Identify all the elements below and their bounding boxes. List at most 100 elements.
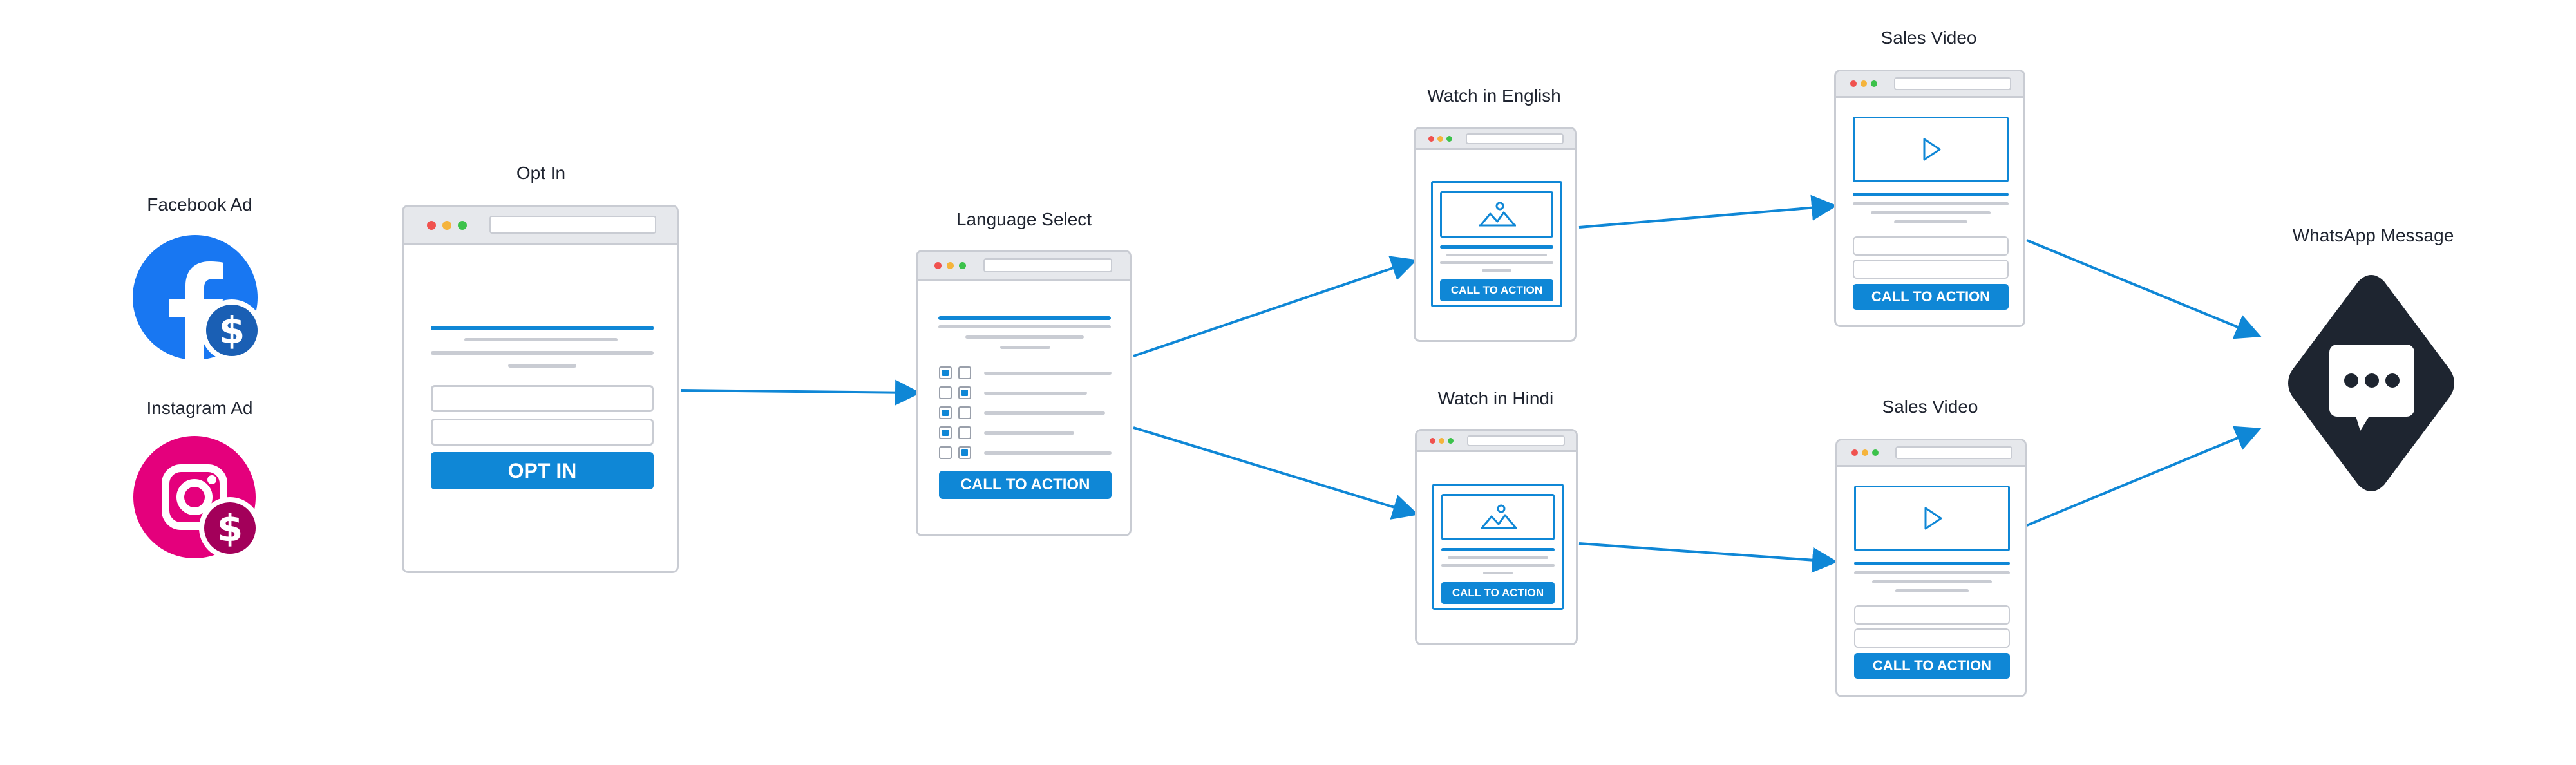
- option-line: [984, 431, 1074, 435]
- close-dot-icon: [1850, 80, 1857, 87]
- sales-video-top-field[interactable]: [1853, 236, 2009, 256]
- language-option-checkbox[interactable]: [939, 366, 952, 379]
- sales-video-top-label: Sales Video: [1880, 28, 1977, 48]
- text-line: [464, 338, 618, 341]
- sales-video-bottom-page[interactable]: CALL TO ACTION: [1835, 439, 2027, 697]
- close-dot-icon: [934, 262, 942, 269]
- language-option-checkbox[interactable]: [958, 426, 971, 439]
- video-player[interactable]: [1854, 486, 2010, 551]
- text-line: [1441, 564, 1555, 567]
- sales-video-top-cta-button[interactable]: CALL TO ACTION: [1853, 284, 2009, 310]
- sales-video-bottom-cta-button[interactable]: CALL TO ACTION: [1854, 653, 2010, 679]
- sales-video-top-page[interactable]: CALL TO ACTION: [1834, 70, 2025, 327]
- language-option-checkbox[interactable]: [958, 406, 971, 419]
- sales-video-bottom-field[interactable]: [1854, 605, 2010, 625]
- text-line: [1448, 556, 1548, 559]
- whatsapp-label: WhatsApp Message: [2292, 225, 2454, 245]
- connector-optin-to-language: [680, 379, 921, 406]
- minimize-dot-icon: [1439, 438, 1444, 444]
- maximize-dot-icon: [1872, 449, 1879, 456]
- text-line: [965, 335, 1084, 339]
- language-select-page[interactable]: CALL TO ACTION: [916, 250, 1132, 536]
- play-icon[interactable]: [1856, 487, 2008, 549]
- text-line: [1894, 220, 1967, 223]
- language-option-checkbox[interactable]: [958, 446, 971, 459]
- close-dot-icon: [1852, 449, 1858, 456]
- sales-video-top-field[interactable]: [1853, 260, 2009, 279]
- language-option-checkbox[interactable]: [939, 446, 952, 459]
- address-bar: [983, 258, 1112, 272]
- content-card: CALL TO ACTION: [1432, 484, 1564, 610]
- headline-line: [431, 326, 654, 330]
- browser-bar: [918, 252, 1130, 281]
- watch-hindi-cta-button[interactable]: CALL TO ACTION: [1441, 582, 1555, 604]
- image-placeholder: [1440, 191, 1553, 238]
- close-dot-icon: [427, 221, 436, 230]
- browser-bar: [1417, 431, 1576, 452]
- content-card: CALL TO ACTION: [1431, 181, 1562, 307]
- text-line: [431, 351, 654, 355]
- language-option-checkbox[interactable]: [939, 386, 952, 399]
- text-line: [1853, 202, 2009, 205]
- text-line: [1871, 211, 1991, 214]
- option-line: [984, 372, 1112, 375]
- headline-line: [1441, 548, 1555, 551]
- watch-english-page[interactable]: CALL TO ACTION: [1414, 127, 1577, 342]
- image-placeholder: [1441, 494, 1555, 540]
- browser-bar: [1836, 71, 2023, 98]
- browser-bar: [1416, 129, 1575, 150]
- connector-language-to-english: [1133, 256, 1417, 357]
- svg-text:$: $: [217, 506, 243, 550]
- headline-line: [1440, 245, 1553, 249]
- watch-english-label: Watch in English: [1427, 86, 1561, 106]
- minimize-dot-icon: [1861, 80, 1867, 87]
- language-option-checkbox[interactable]: [939, 426, 952, 439]
- opt-in-email-field[interactable]: [431, 419, 654, 446]
- language-option-checkbox[interactable]: [939, 406, 952, 419]
- text-line: [1895, 589, 1969, 592]
- minimize-dot-icon: [1862, 449, 1868, 456]
- facebook-ad-icon[interactable]: $: [132, 235, 267, 364]
- watch-english-cta-button[interactable]: CALL TO ACTION: [1440, 279, 1553, 301]
- sales-video-bottom-field[interactable]: [1854, 628, 2010, 648]
- maximize-dot-icon: [1446, 136, 1452, 142]
- address-bar: [1894, 77, 2011, 90]
- watch-hindi-label: Watch in Hindi: [1437, 388, 1554, 408]
- play-icon[interactable]: [1855, 118, 2007, 180]
- address-bar: [1895, 446, 2012, 459]
- instagram-ad-label: Instagram Ad: [146, 398, 253, 418]
- language-select-cta-button[interactable]: CALL TO ACTION: [939, 471, 1112, 499]
- headline-line: [938, 316, 1111, 320]
- address-bar: [489, 216, 656, 234]
- option-line: [984, 392, 1087, 395]
- language-option-checkbox[interactable]: [958, 386, 971, 399]
- image-icon: [1481, 504, 1517, 529]
- maximize-dot-icon: [1448, 438, 1454, 444]
- opt-in-name-field[interactable]: [431, 385, 654, 412]
- close-dot-icon: [1428, 136, 1434, 142]
- address-bar: [1467, 435, 1565, 446]
- text-line: [508, 364, 576, 368]
- minimize-dot-icon: [442, 221, 451, 230]
- image-icon: [1479, 202, 1516, 227]
- text-line: [1446, 254, 1547, 256]
- watch-hindi-page[interactable]: CALL TO ACTION: [1415, 429, 1578, 645]
- instagram-ad-icon[interactable]: $: [132, 435, 267, 563]
- opt-in-button[interactable]: OPT IN: [431, 452, 654, 489]
- connector-language-to-hindi: [1133, 426, 1419, 520]
- opt-in-page[interactable]: OPT IN: [402, 205, 679, 573]
- text-line: [1482, 269, 1511, 272]
- browser-bar: [1837, 440, 2025, 467]
- text-line: [1440, 261, 1553, 264]
- opt-in-label: Opt In: [516, 163, 566, 183]
- minimize-dot-icon: [947, 262, 954, 269]
- address-bar: [1466, 133, 1564, 144]
- sales-video-bottom-label: Sales Video: [1882, 397, 1978, 417]
- svg-text:$: $: [219, 308, 245, 352]
- maximize-dot-icon: [959, 262, 966, 269]
- whatsapp-message-icon[interactable]: [2284, 274, 2458, 493]
- browser-bar: [404, 207, 677, 245]
- language-option-checkbox[interactable]: [958, 366, 971, 379]
- video-player[interactable]: [1853, 117, 2009, 182]
